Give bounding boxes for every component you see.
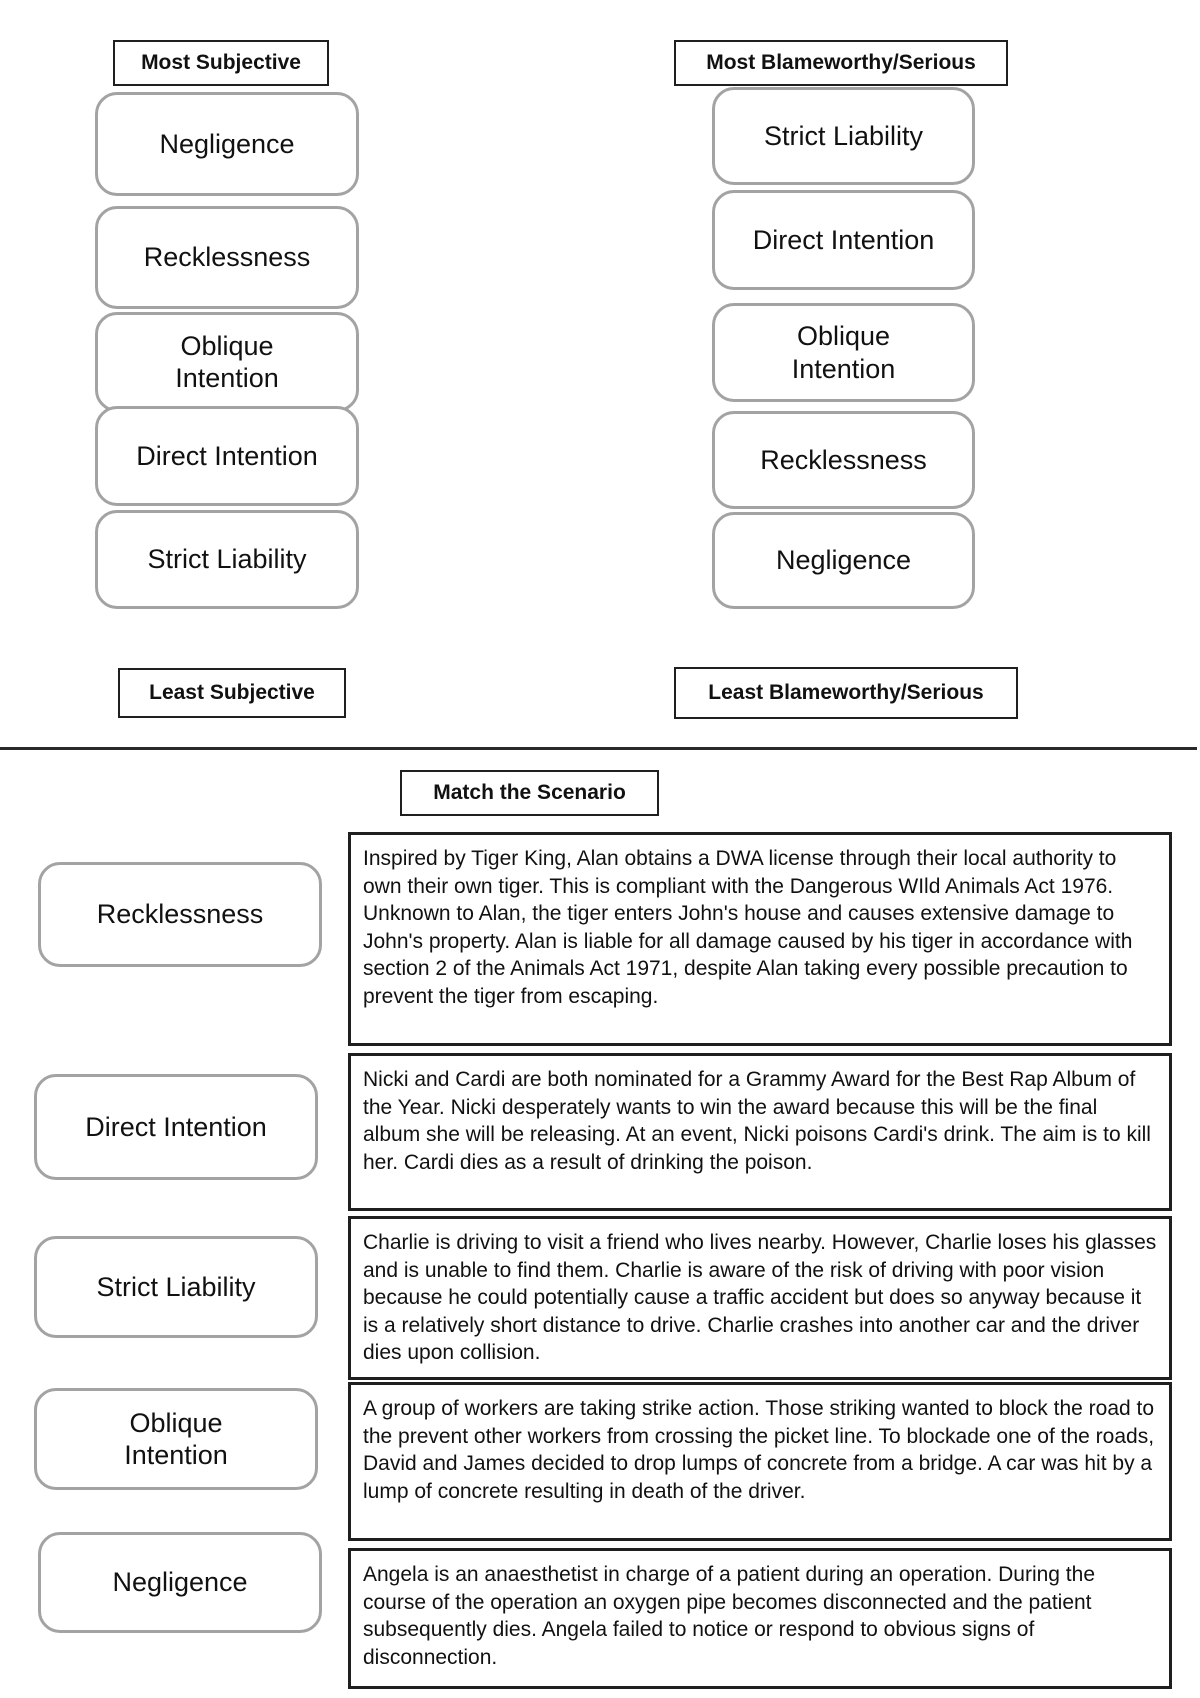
match-label-card-oblique-intention[interactable]: Oblique Intention xyxy=(34,1388,318,1490)
most-blameworthy-label: Most Blameworthy/Serious xyxy=(674,40,1008,86)
scenario-text: Nicki and Cardi are both nominated for a… xyxy=(363,1068,1151,1174)
match-label: Strict Liability xyxy=(96,1271,256,1302)
rank-card-label: Oblique Intention xyxy=(791,321,896,384)
rank-card-label: Recklessness xyxy=(143,242,311,273)
rank-card-label: Negligence xyxy=(775,545,912,576)
match-label-card-direct-intention[interactable]: Direct Intention xyxy=(34,1074,318,1180)
rank-card-direct-intention-subjective[interactable]: Direct Intention xyxy=(95,406,359,506)
match-label-card-strict-liability[interactable]: Strict Liability xyxy=(34,1236,318,1338)
scenario-text: Inspired by Tiger King, Alan obtains a D… xyxy=(363,847,1133,1008)
match-label-card-negligence[interactable]: Negligence xyxy=(38,1532,322,1633)
rank-card-negligence-subjective[interactable]: Negligence xyxy=(95,92,359,196)
rank-card-direct-intention-blameworthy[interactable]: Direct Intention xyxy=(712,190,975,290)
match-label: Recklessness xyxy=(96,899,264,930)
rank-card-label: Direct Intention xyxy=(136,440,318,471)
least-subjective-label: Least Subjective xyxy=(118,668,346,718)
rank-card-recklessness-blameworthy[interactable]: Recklessness xyxy=(712,411,975,509)
rank-card-oblique-intention-subjective[interactable]: Oblique Intention xyxy=(95,312,359,412)
most-subjective-label: Most Subjective xyxy=(113,40,329,86)
match-label-card-recklessness[interactable]: Recklessness xyxy=(38,862,322,967)
match-the-scenario-title: Match the Scenario xyxy=(400,770,659,816)
rank-card-label: Oblique Intention xyxy=(175,330,279,393)
rank-card-label: Negligence xyxy=(159,128,295,159)
scenario-text: Angela is an anaesthetist in charge of a… xyxy=(363,1563,1095,1669)
section-divider xyxy=(0,747,1197,750)
scenario-text: Charlie is driving to visit a friend who… xyxy=(363,1231,1157,1364)
rank-card-recklessness-subjective[interactable]: Recklessness xyxy=(95,206,359,309)
rank-card-strict-liability-blameworthy[interactable]: Strict Liability xyxy=(712,87,975,185)
least-blameworthy-label: Least Blameworthy/Serious xyxy=(674,667,1018,719)
rank-card-strict-liability-subjective[interactable]: Strict Liability xyxy=(95,510,359,609)
rank-card-label: Strict Liability xyxy=(763,120,924,151)
rank-card-label: Recklessness xyxy=(760,444,927,475)
scenario-box-driving: Charlie is driving to visit a friend who… xyxy=(348,1216,1172,1380)
rank-card-label: Strict Liability xyxy=(147,544,307,575)
match-label: Oblique Intention xyxy=(124,1407,228,1470)
scenario-box-anaesthetist: Angela is an anaesthetist in charge of a… xyxy=(348,1548,1172,1689)
match-label: Direct Intention xyxy=(85,1111,267,1142)
rank-card-oblique-intention-blameworthy[interactable]: Oblique Intention xyxy=(712,303,975,402)
rank-card-negligence-blameworthy[interactable]: Negligence xyxy=(712,512,975,609)
scenario-text: A group of workers are taking strike act… xyxy=(363,1397,1155,1503)
scenario-box-strike: A group of workers are taking strike act… xyxy=(348,1382,1172,1541)
scenario-box-tiger: Inspired by Tiger King, Alan obtains a D… xyxy=(348,832,1172,1046)
scenario-box-grammy: Nicki and Cardi are both nominated for a… xyxy=(348,1053,1172,1211)
match-label: Negligence xyxy=(112,1567,248,1598)
rank-card-label: Direct Intention xyxy=(752,224,935,255)
